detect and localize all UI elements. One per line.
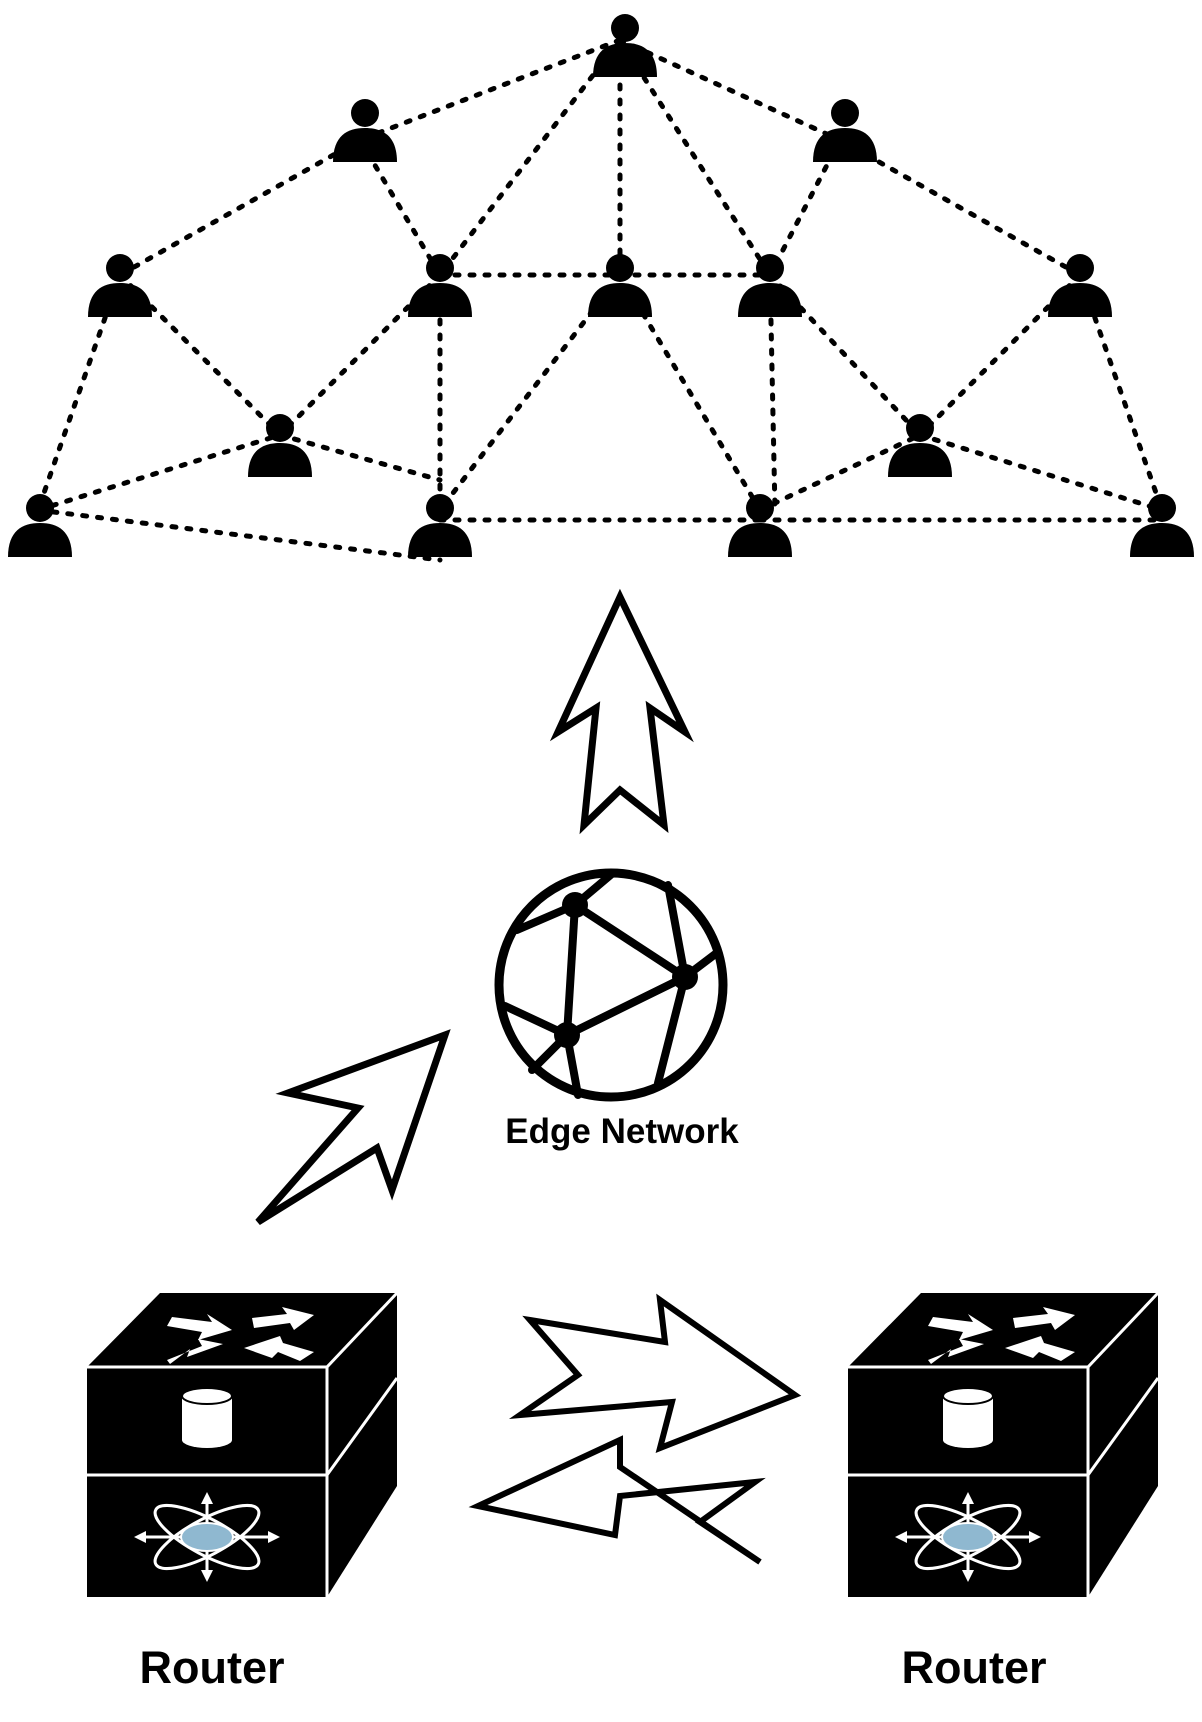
hollow-arrow-icon xyxy=(255,1029,451,1225)
link xyxy=(1077,272,1165,513)
hollow-arrow-icon xyxy=(549,588,694,835)
user-connections xyxy=(35,37,1165,563)
person-icon xyxy=(588,254,652,317)
router-right-label: Router xyxy=(901,1642,1047,1693)
router-left-label: Router xyxy=(139,1642,285,1693)
link xyxy=(757,432,923,513)
person-icon xyxy=(738,254,802,317)
link xyxy=(357,37,623,143)
link xyxy=(917,432,1165,513)
link xyxy=(767,272,923,438)
person-icon xyxy=(333,99,397,162)
person-icon xyxy=(408,254,472,317)
link xyxy=(357,137,443,278)
person-icon xyxy=(408,494,472,557)
person-icon xyxy=(728,494,792,557)
person-icon xyxy=(248,414,312,477)
link xyxy=(837,137,1083,278)
router-icon xyxy=(846,1291,1160,1599)
person-icon xyxy=(1048,254,1112,317)
person-icon xyxy=(88,254,152,317)
link xyxy=(35,507,443,563)
link xyxy=(617,37,843,143)
link xyxy=(117,137,363,278)
edge-network-label: Edge Network xyxy=(505,1112,739,1151)
person-icon xyxy=(8,494,72,557)
link xyxy=(437,37,623,278)
network-globe-icon xyxy=(494,868,728,1102)
router-icon xyxy=(85,1291,399,1599)
person-icon xyxy=(813,99,877,162)
link xyxy=(767,272,778,513)
hollow-arrow-icon xyxy=(468,1435,766,1565)
link xyxy=(35,272,123,513)
hollow-arrow-icon xyxy=(508,1293,802,1453)
link xyxy=(617,37,773,278)
user-group xyxy=(8,14,1194,557)
link xyxy=(35,432,283,513)
link xyxy=(767,137,843,278)
link xyxy=(277,432,443,483)
